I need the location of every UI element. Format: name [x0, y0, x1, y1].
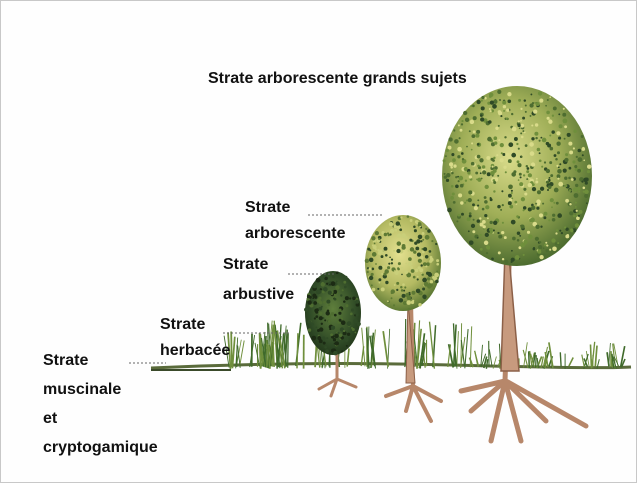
label-strate-arbustive: Strate arbustive	[223, 256, 295, 303]
medium-tree	[364, 215, 443, 423]
label-strate-muscinale: Strate muscinale et cryptogamique	[43, 352, 158, 456]
grass-layer	[223, 318, 626, 370]
large-tree	[442, 86, 592, 444]
leader-lines	[129, 214, 383, 364]
label-strate-herbacee: Strate herbacée	[160, 316, 231, 359]
shrub	[304, 271, 361, 398]
label-strate-arborescente: Strate arborescente	[245, 199, 346, 242]
ground-line	[150, 362, 632, 371]
label-strate-arborescente-grands-sujets: Strate arborescente grands sujets	[208, 70, 467, 87]
